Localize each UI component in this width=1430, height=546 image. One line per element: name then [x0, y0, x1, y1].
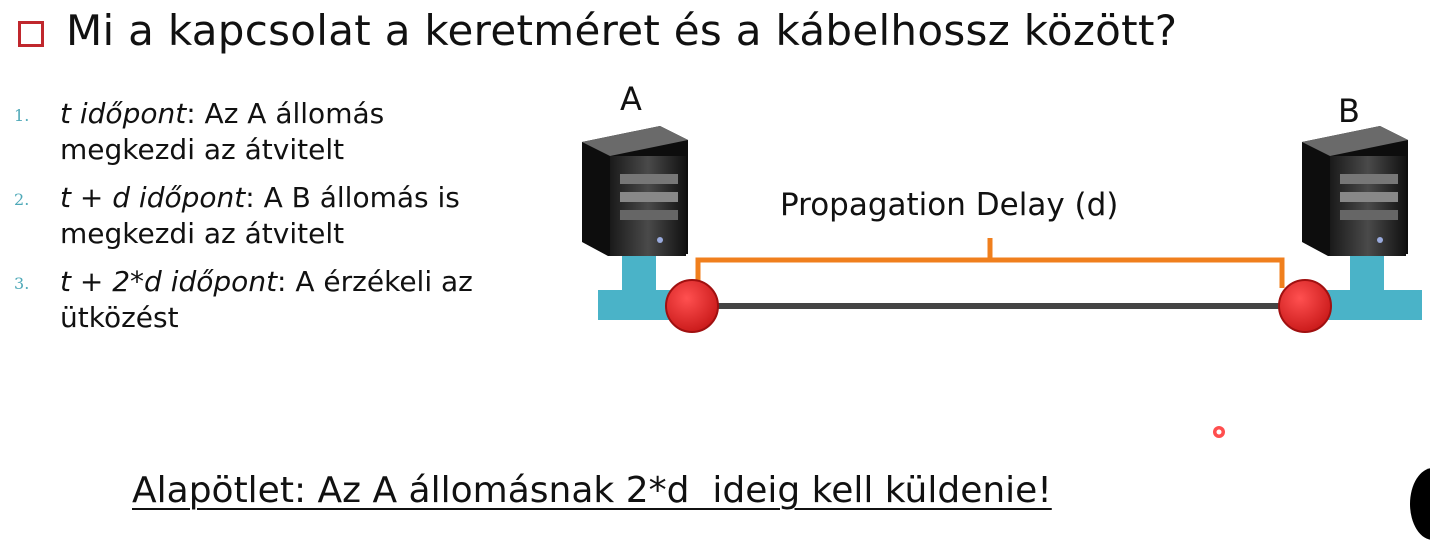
- corner-shape: [1410, 468, 1430, 540]
- event-list: 1 t időpont: Az A állomás megkezdi az át…: [0, 96, 490, 348]
- title-row: Mi a kapcsolat a keretméret és a kábelho…: [18, 6, 1177, 55]
- node-a: [665, 279, 719, 333]
- item-text: : Az A állomás megkezdi az átvitelt: [60, 97, 385, 166]
- network-diagram: A B Propagation Delay (d): [582, 80, 1422, 333]
- list-item: 3 t + 2*d időpont: A érzékeli az ütközés…: [0, 264, 490, 336]
- item-number: 3: [14, 266, 29, 302]
- item-text: : A B állomás is megkezdi az átvitelt: [60, 181, 460, 250]
- node-b: [1278, 279, 1332, 333]
- laser-pointer-icon: [1213, 426, 1225, 438]
- propagation-delay-label: Propagation Delay (d): [780, 187, 1118, 223]
- delay-bracket: [695, 238, 1285, 288]
- item-time: t + d időpont: [60, 181, 246, 214]
- station-a-label: A: [620, 80, 642, 118]
- server-tower-a-icon: [582, 126, 688, 256]
- item-number: 1: [14, 98, 29, 134]
- item-time: t + 2*d időpont: [60, 265, 278, 298]
- station-a: [582, 126, 708, 320]
- square-bullet-icon: [18, 20, 44, 47]
- key-idea-text: Alapötlet: Az A állomásnak 2*d ideig kel…: [132, 470, 1052, 511]
- item-text: : A érzékeli az ütközést: [60, 265, 473, 334]
- item-time: t időpont: [60, 97, 187, 130]
- station-b-label: B: [1338, 92, 1360, 130]
- slide-title: Mi a kapcsolat a keretméret és a kábelho…: [66, 6, 1178, 55]
- station-b: [1302, 126, 1422, 320]
- item-number: 2: [14, 182, 29, 218]
- server-tower-b-icon: [1302, 126, 1408, 256]
- list-item: 1 t időpont: Az A állomás megkezdi az át…: [0, 96, 490, 168]
- list-item: 2 t + d időpont: A B állomás is megkezdi…: [0, 180, 490, 252]
